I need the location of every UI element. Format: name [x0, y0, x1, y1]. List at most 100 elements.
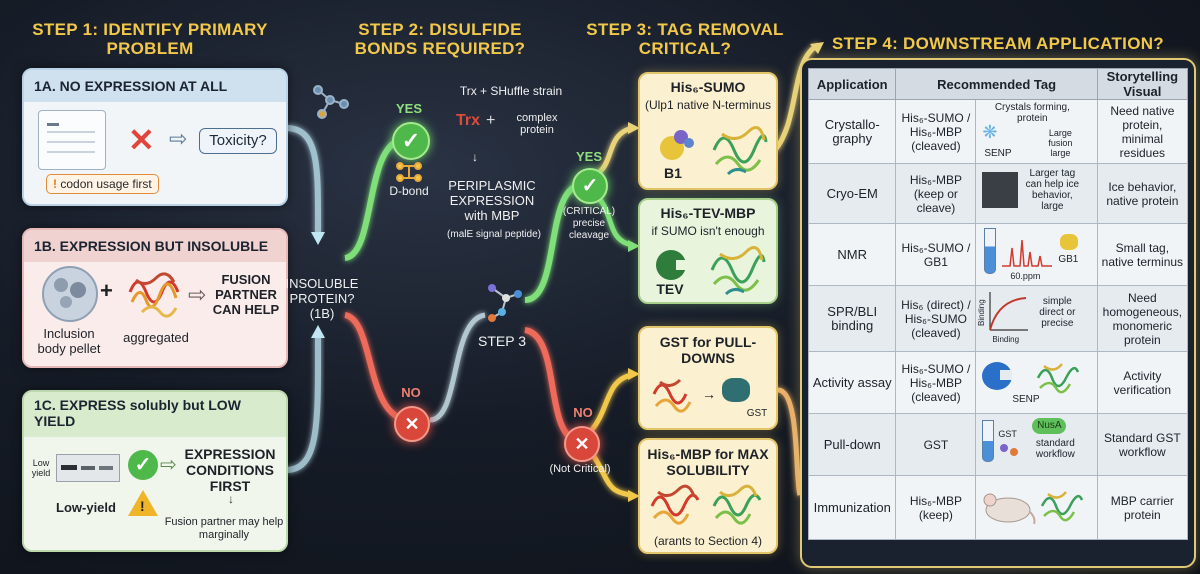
- tag-cell: His₆-MBP (keep): [895, 475, 977, 540]
- gel-lanes-icon: [56, 454, 120, 482]
- signal-peptide-label: (malE signal peptide): [447, 229, 541, 240]
- box-his-sumo: His₆-SUMO (Ulp1 native N-terminus B1: [638, 72, 778, 190]
- fusion-partner-label: FUSION PARTNER CAN HELP: [212, 272, 280, 317]
- arrow-right-icon: ⇨: [188, 282, 207, 307]
- tag-cell: His₆-MBP (keep or cleave): [895, 163, 977, 224]
- dbond-label: D-bond: [389, 184, 429, 198]
- header-recommended-tag: Recommended Tag: [895, 68, 1098, 100]
- tag-cell: His₆-SUMO / His₆-MBP (cleaved): [895, 99, 977, 164]
- box-title: His₆-MBP for MAX SOLUBILITY: [647, 446, 769, 478]
- yes-label: YES: [575, 149, 602, 164]
- no-x-icon: ✕: [564, 426, 600, 462]
- tev-label: TEV: [656, 281, 684, 297]
- card-low-yield: 1C. EXPRESS solubly but LOW YIELD Low yi…: [22, 390, 288, 552]
- trx-label: Trx: [456, 112, 481, 129]
- table-row: Pull-down GST GST NusA standard workflow…: [807, 413, 1189, 476]
- story-cell: Ice behavior, native protein: [1096, 163, 1189, 224]
- nmr-tube-icon: [984, 228, 997, 274]
- protein-structure-icon: [1041, 491, 1084, 522]
- complex-protein-label: complex protein: [516, 112, 558, 136]
- application-cell: Immunization: [807, 475, 897, 540]
- box-gst: GST for PULL-DOWNS → GST: [638, 326, 778, 430]
- fusion-note: Fusion partner may help marginally: [164, 516, 284, 541]
- arrow-down-icon: ↓: [472, 150, 478, 164]
- arrow-down-icon: ↓: [228, 492, 234, 506]
- test-tube-icon: [982, 420, 995, 462]
- header-application: Application: [807, 68, 897, 100]
- visual-cell: SENP: [975, 351, 1098, 414]
- gst-blob-icon: [722, 378, 750, 402]
- low-yield-tag: Low yield: [31, 458, 51, 478]
- header-storytelling-visual: Storytelling Visual: [1096, 68, 1189, 100]
- b1-label: B1: [664, 165, 682, 181]
- not-critical-label: (Not Critical): [549, 463, 611, 475]
- application-cell: SPR/BLI binding: [807, 285, 897, 352]
- arrow-right-icon: →: [702, 386, 716, 402]
- critical-label: (CRITICAL) precise cleavage: [562, 206, 616, 241]
- nusa-badge: NusA: [1032, 418, 1067, 434]
- box-his-tev-mbp: His₆-TEV-MBP if SUMO isn't enough TEV: [638, 198, 778, 304]
- mouse-icon: [983, 493, 1036, 524]
- step3-label: STEP 3: [478, 333, 526, 349]
- strain-label: Trx + SHuffle strain: [459, 84, 563, 98]
- binding-curve-icon: [989, 292, 1029, 331]
- box-his-mbp: His₆-MBP for MAX SOLUBILITY (arants to S…: [638, 438, 778, 554]
- visual-cell: [975, 475, 1098, 540]
- tag-cell: GST: [895, 413, 977, 476]
- check-icon: ✓: [128, 450, 158, 480]
- step2-title: STEP 2: DISULFIDE BONDS REQUIRED?: [354, 20, 526, 58]
- application-cell: Cryo-EM: [807, 163, 897, 224]
- step1-title: STEP 1: IDENTIFY PRIMARY PROBLEM: [32, 20, 268, 58]
- no-x-icon: ✕: [394, 406, 430, 442]
- periplasmic-label: PERIPLASMIC EXPRESSION with MBP: [448, 178, 536, 223]
- story-cell: Small tag, native terminus: [1096, 223, 1189, 286]
- arrow-right-icon: ⇨: [169, 126, 188, 151]
- visual-cell: GST NusA standard workflow: [975, 413, 1098, 476]
- yes-check-icon: ✓: [392, 122, 430, 160]
- expression-conditions-label: EXPRESSION CONDITIONS FIRST: [184, 446, 276, 494]
- story-cell: Standard GST workflow: [1096, 413, 1189, 476]
- tag-cell: His₆-SUMO / GB1: [895, 223, 977, 286]
- low-yield-label: Low-yield: [56, 500, 116, 515]
- box-title: His₆-TEV-MBP: [660, 205, 756, 221]
- table-row: SPR/BLI binding His₆ (direct) / His₆-SUM…: [807, 285, 1189, 352]
- application-cell: Pull-down: [807, 413, 897, 476]
- table-row: Immunization His₆-MBP (keep) MBP carrier…: [807, 475, 1189, 540]
- card-title: 1A. NO EXPRESSION AT ALL: [24, 70, 286, 102]
- step4-title: STEP 4: DOWNSTREAM APPLICATION?: [832, 34, 1164, 53]
- story-cell: Need homogeneous, monomeric protein: [1096, 285, 1189, 352]
- disulfide-bond-icon: [396, 162, 422, 182]
- protein-structure-icon: [1037, 363, 1080, 394]
- box-subtitle: (Ulp1 native N-terminus: [644, 98, 772, 112]
- nmr-spectrum-icon: [1002, 239, 1053, 267]
- step3-title: STEP 3: TAG REMOVAL CRITICAL?: [586, 20, 784, 58]
- x-mark-icon: ✕: [128, 122, 155, 158]
- gst-label: GST: [746, 408, 768, 419]
- box-subtitle: if SUMO isn't enough: [651, 224, 765, 238]
- inclusion-body-icon: [42, 266, 98, 322]
- aggregated-label: aggregated: [123, 330, 189, 345]
- table-row: Cryo-EM His₆-MBP (keep or cleave) Larger…: [807, 163, 1189, 224]
- aggregated-protein-icon: [122, 262, 188, 322]
- card-title: 1B. EXPRESSION BUT INSOLUBLE: [24, 230, 286, 262]
- warning-icon: [128, 490, 158, 516]
- plus-icon: +: [486, 112, 496, 129]
- visual-cell: Crystals forming, protein ❋ Large fusion…: [975, 99, 1098, 164]
- story-cell: Activity verification: [1096, 351, 1189, 414]
- crystal-icon: ❋: [982, 122, 998, 142]
- tag-cell: His₆ (direct) / His₆-SUMO (cleaved): [895, 285, 977, 352]
- codon-usage-note: ! codon usage first: [46, 174, 159, 194]
- story-cell: Need native protein, minimal residues: [1096, 99, 1189, 164]
- protein-structure-icon: [652, 378, 692, 413]
- protein-structure-icon: [712, 126, 768, 176]
- yes-check-icon: ✓: [572, 168, 608, 204]
- application-table-panel: Application Recommended Tag Storytelling…: [800, 58, 1196, 568]
- box-title: His₆-SUMO: [670, 79, 746, 95]
- table-row: NMR His₆-SUMO / GB1 60.ppm GB1 Small tag…: [807, 223, 1189, 286]
- gb1-icon: [1060, 234, 1079, 250]
- yes-label: YES: [395, 101, 422, 116]
- card-insoluble: 1B. EXPRESSION BUT INSOLUBLE + Inclusion…: [22, 228, 288, 368]
- no-label: NO: [401, 385, 421, 400]
- protein-structure-icon: [712, 484, 762, 525]
